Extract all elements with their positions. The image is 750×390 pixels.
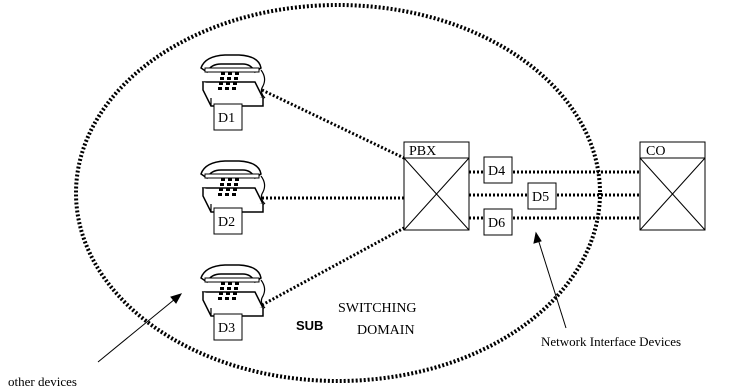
device-d5: D5 xyxy=(527,182,557,210)
co-label: CO xyxy=(646,144,665,159)
domain-label-prefix: SUB xyxy=(296,318,323,333)
annotation-arrows xyxy=(97,231,567,363)
device-d5-label: D5 xyxy=(532,190,549,205)
phone-links xyxy=(261,88,405,307)
device-d4: D4 xyxy=(483,156,513,184)
other-devices-arrow xyxy=(97,298,176,363)
domain-label-line1: SWITCHING xyxy=(338,301,417,316)
telephone-d1: D1 xyxy=(200,54,266,131)
network-interface-label: Network Interface Devices xyxy=(541,334,681,349)
telephone-icon xyxy=(200,160,266,213)
co-switch: CO xyxy=(639,141,706,231)
telephone-d2: D2 xyxy=(200,160,266,235)
device-d2-label: D2 xyxy=(218,215,235,230)
device-d3-label: D3 xyxy=(218,321,235,336)
link-d3-pbx xyxy=(261,226,405,307)
other-devices-label: other devices xyxy=(8,374,77,389)
network-interface-arrow xyxy=(537,238,567,329)
domain-boundary xyxy=(74,3,602,383)
domain-label-line2: DOMAIN xyxy=(357,323,415,338)
pbx-label: PBX xyxy=(409,144,436,159)
link-d1-pbx xyxy=(261,88,405,160)
device-d4-label: D4 xyxy=(488,164,505,179)
telephone-icon xyxy=(200,54,266,107)
device-d1-label: D1 xyxy=(218,111,235,126)
device-d6-label: D6 xyxy=(488,216,505,231)
telephone-d3: D3 xyxy=(200,264,266,341)
pbx-switch: PBX xyxy=(403,141,470,231)
telephone-icon xyxy=(200,264,266,317)
device-d6: D6 xyxy=(483,208,513,236)
